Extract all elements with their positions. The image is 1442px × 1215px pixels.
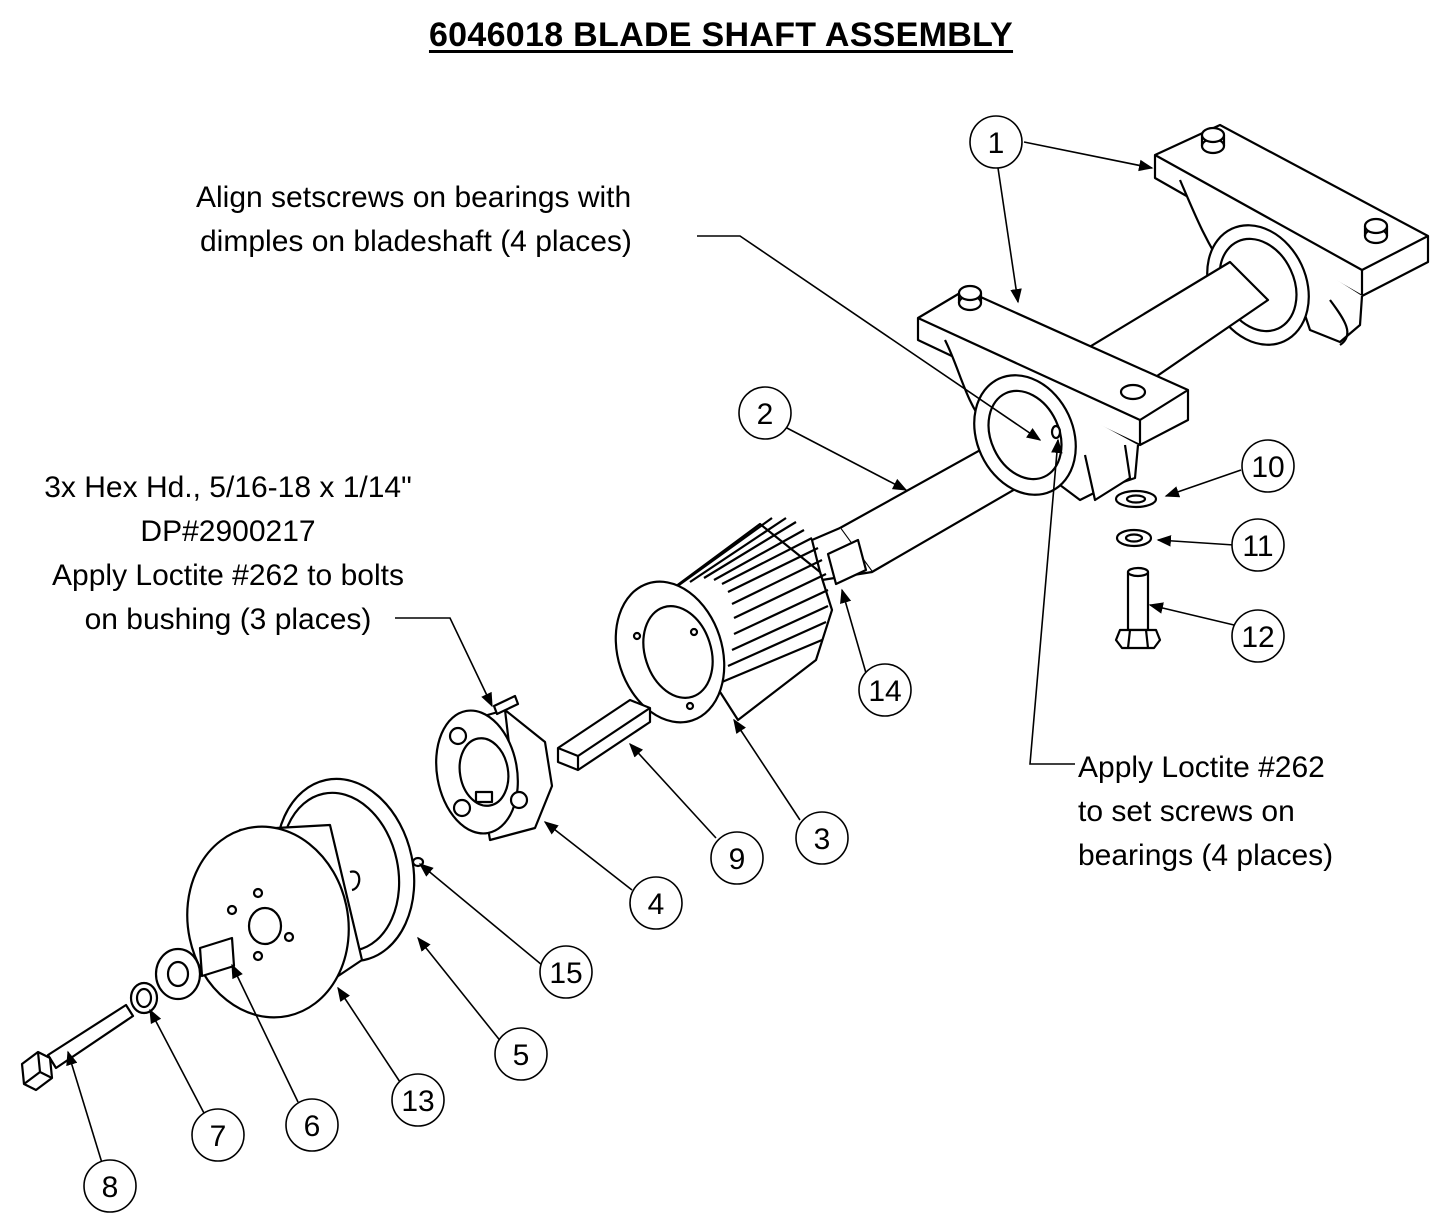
balloon-label: 6 xyxy=(304,1110,321,1143)
balloon-11: 11 xyxy=(1231,518,1285,572)
balloon-13: 13 xyxy=(391,1073,445,1127)
hex-bolt-8 xyxy=(20,1003,135,1092)
balloon-8: 8 xyxy=(83,1159,137,1213)
balloon-label: 1 xyxy=(988,127,1005,160)
balloon-7: 7 xyxy=(191,1108,245,1162)
balloon-14: 14 xyxy=(858,663,912,717)
balloon-label: 7 xyxy=(210,1120,227,1153)
note-align-setscrews: Align setscrews on bearings with dimples… xyxy=(196,176,632,264)
balloon-label: 11 xyxy=(1242,530,1273,563)
note-line: Apply Loctite #262 to bolts xyxy=(52,559,404,592)
lock-washer-11 xyxy=(1115,528,1153,548)
hex-bolt-12 xyxy=(1114,566,1162,650)
pillow-block-front xyxy=(916,284,1190,502)
balloon-6: 6 xyxy=(285,1098,339,1152)
taper-bushing xyxy=(435,694,554,842)
note-line: to set screws on xyxy=(1078,795,1295,828)
washer-7 xyxy=(129,981,159,1015)
balloon-label: 12 xyxy=(1241,621,1274,654)
balloon-1: 1 xyxy=(969,115,1023,169)
balloon-label: 2 xyxy=(757,398,774,431)
balloon-5: 5 xyxy=(494,1027,548,1081)
balloon-label: 8 xyxy=(102,1171,119,1204)
balloon-4: 4 xyxy=(629,876,683,930)
balloon-label: 4 xyxy=(648,888,665,921)
note-loctite-setscrews: Apply Loctite #262 to set screws on bear… xyxy=(1078,746,1333,878)
spacer-bushing xyxy=(154,936,236,1001)
balloon-label: 10 xyxy=(1251,451,1284,484)
leader-lines xyxy=(66,141,1242,1164)
note-line: bearings (4 places) xyxy=(1078,839,1334,872)
balloon-label: 13 xyxy=(401,1085,434,1118)
note-hex-bolts: 3x Hex Hd., 5/16-18 x 1/14" DP#2900217 A… xyxy=(18,466,438,642)
note-line: on bushing (3 places) xyxy=(84,603,372,636)
note-line: 3x Hex Hd., 5/16-18 x 1/14" xyxy=(44,471,412,504)
balloon-label: 9 xyxy=(729,843,746,876)
drawing-title: 6046018 BLADE SHAFT ASSEMBLY xyxy=(428,16,1014,54)
balloon-label: 14 xyxy=(868,675,901,708)
balloon-label: 3 xyxy=(814,823,831,856)
note-line: dimples on bladeshaft (4 places) xyxy=(200,225,632,258)
balloon-15: 15 xyxy=(539,945,593,999)
balloon-9: 9 xyxy=(710,831,764,885)
balloon-12: 12 xyxy=(1231,609,1285,663)
note-line: Align setscrews on bearings with xyxy=(196,181,632,214)
balloon-label: 5 xyxy=(513,1039,530,1072)
balloon-3: 3 xyxy=(795,811,849,865)
sheave-pulley xyxy=(614,517,834,724)
note-line: Apply Loctite #262 xyxy=(1078,751,1325,784)
balloon-10: 10 xyxy=(1241,439,1295,493)
balloon-2: 2 xyxy=(738,386,792,440)
note-line: DP#2900217 xyxy=(140,515,316,548)
pulley-disc xyxy=(186,823,364,1019)
flat-washer-10 xyxy=(1114,489,1158,509)
shaft-key xyxy=(556,698,652,772)
balloon-label: 15 xyxy=(549,957,582,990)
